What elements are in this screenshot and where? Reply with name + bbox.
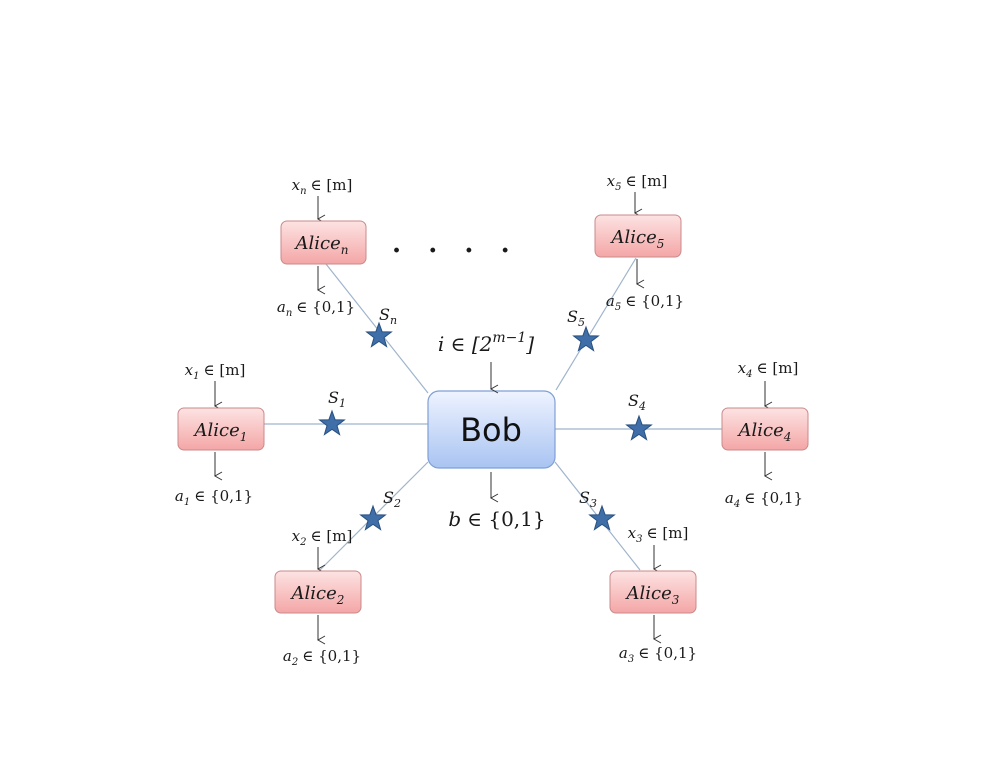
alice-node-n: xn∈ [m] Alicen an∈ {0,1} xyxy=(277,176,367,319)
alice-node-5: x5∈ [m] Alice5 a5∈ {0,1} xyxy=(594,172,684,313)
alice-input-label-3: x3∈ [m] xyxy=(628,524,689,545)
source-star-icon-2 xyxy=(359,504,387,531)
alice-output-label-4: a4∈ {0,1} xyxy=(725,489,803,510)
source-star-icon-5 xyxy=(572,325,600,352)
alice-box-2 xyxy=(274,570,362,614)
alice-label-1: Alice1 xyxy=(193,420,248,444)
alice-output-label-3: a3∈ {0,1} xyxy=(619,644,697,665)
source-label-2: S2 xyxy=(383,488,401,510)
source-star-icon-n xyxy=(365,321,393,348)
source-label-3: S3 xyxy=(579,488,597,510)
alice-label-5: Alice5 xyxy=(610,227,665,251)
bob-output-label: b∈ {0,1} xyxy=(448,507,545,531)
alice-box-3 xyxy=(609,570,697,614)
alice-box-4 xyxy=(721,407,809,451)
source-label-4: S4 xyxy=(628,391,646,413)
source-label-1: S1 xyxy=(328,388,346,410)
alice-node-2: x2∈ [m] Alice2 a2∈ {0,1} xyxy=(274,527,362,668)
alice-label-4: Alice4 xyxy=(737,420,792,444)
source-star-icon-4 xyxy=(625,414,653,441)
alice-output-label-1: a1∈ {0,1} xyxy=(175,487,253,508)
sources xyxy=(318,321,653,531)
alice-output-label-2: a2∈ {0,1} xyxy=(283,647,361,668)
alice-node-4: x4∈ [m] Alice4 a4∈ {0,1} xyxy=(721,359,809,510)
ellipsis-dots: . . . . xyxy=(392,229,510,259)
alice-box-n xyxy=(280,220,367,265)
alice-input-label-n: xn∈ [m] xyxy=(292,176,353,197)
alice-label-n: Alicen xyxy=(294,233,349,257)
alice-box-1 xyxy=(177,407,265,451)
alice-output-label-5: a5∈ {0,1} xyxy=(606,292,684,313)
alice-node-3: x3∈ [m] Alice3 a3∈ {0,1} xyxy=(609,524,697,665)
alice-input-label-1: x1∈ [m] xyxy=(185,361,246,382)
alice-input-label-2: x2∈ [m] xyxy=(292,527,353,548)
bob-node: Bob i ∈ [2m−1] b∈ {0,1} xyxy=(427,330,556,531)
source-star-icon-3 xyxy=(588,504,616,531)
source-star-icon-1 xyxy=(318,409,346,436)
link-alice-5 xyxy=(555,257,637,391)
alice-label-2: Alice2 xyxy=(290,583,345,607)
bob-input-label: i ∈ [2m−1] xyxy=(438,330,534,356)
alice-input-label-5: x5∈ [m] xyxy=(607,172,668,193)
alice-label-3: Alice3 xyxy=(625,583,680,607)
source-labels: S1 S2 S3 S4 S5 Sn xyxy=(328,305,646,510)
source-label-n: Sn xyxy=(379,305,397,327)
alice-box-5 xyxy=(594,214,682,258)
bob-label: Bob xyxy=(460,411,522,449)
alice-node-1: x1∈ [m] Alice1 a1∈ {0,1} xyxy=(175,361,265,508)
alice-output-label-n: an∈ {0,1} xyxy=(277,298,355,319)
alice-input-label-4: x4∈ [m] xyxy=(738,359,799,380)
source-label-5: S5 xyxy=(567,307,585,329)
